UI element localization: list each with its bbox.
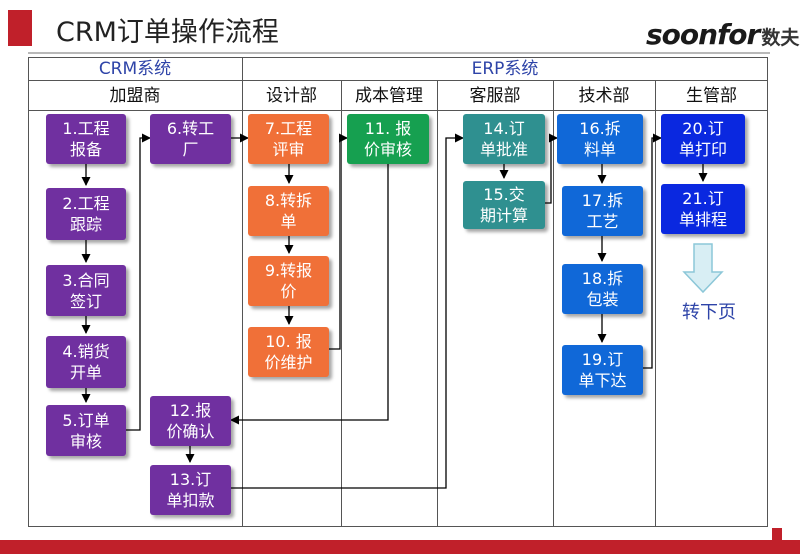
column-header-franchisee: 加盟商 — [109, 86, 161, 106]
node-label: 12.报 价确认 — [166, 401, 215, 441]
node-order-print[interactable]: 20.订 单打印 — [661, 114, 745, 164]
swimlane-frame — [28, 57, 768, 527]
arrow-5-to-6 — [126, 133, 151, 431]
node-label: 16.拆 料单 — [579, 119, 621, 159]
node-contract-signing[interactable]: 3.合同 签订 — [46, 265, 126, 316]
arrow-15-to-16 — [545, 133, 558, 204]
next-page-label[interactable]: 转下页 — [682, 302, 736, 323]
lane-divider-5 — [655, 80, 656, 527]
node-order-scheduling[interactable]: 21.订 单排程 — [661, 184, 745, 234]
node-label: 18.拆 包装 — [581, 269, 624, 309]
arrow-13-to-14 — [231, 133, 464, 489]
node-label: 1.工程 报备 — [62, 119, 110, 159]
node-label: 14.订 单批准 — [479, 119, 528, 159]
node-quote-approval[interactable]: 11. 报 价审核 — [347, 114, 429, 164]
node-transfer-split[interactable]: 8.转拆 单 — [248, 186, 329, 236]
node-label: 5.订单 审核 — [62, 410, 110, 451]
arrow-10-to-11 — [329, 133, 348, 350]
node-label: 15.交 期计算 — [479, 185, 528, 225]
system-label-erp: ERP系统 — [471, 59, 539, 79]
node-transfer-factory[interactable]: 6.转工 厂 — [150, 114, 231, 164]
brand-name-cn: 数夫 — [761, 27, 800, 49]
arrow-11-to-12 — [230, 164, 389, 425]
node-engineering-tracking[interactable]: 2.工程 跟踪 — [46, 188, 126, 240]
node-label: 8.转拆 单 — [264, 191, 313, 231]
title-accent-bar — [8, 10, 32, 46]
node-order-approval[interactable]: 14.订 单批准 — [463, 114, 545, 164]
node-label: 4.销货 开单 — [62, 342, 110, 382]
brand-name: soonfor — [646, 18, 760, 51]
system-header-divider — [28, 80, 768, 81]
node-label: 13.订 单扣款 — [166, 470, 215, 510]
column-header-divider — [28, 110, 768, 111]
node-order-release[interactable]: 19.订 单下达 — [562, 345, 643, 395]
node-split-packaging[interactable]: 18.拆 包装 — [562, 264, 643, 314]
node-label: 21.订 单排程 — [678, 189, 727, 229]
node-label: 20.订 单打印 — [678, 119, 727, 159]
node-label: 19.订 单下达 — [578, 350, 627, 390]
node-quote-confirm[interactable]: 12.报 价确认 — [150, 396, 231, 446]
column-header-cost: 成本管理 — [355, 86, 423, 106]
column-header-production: 生管部 — [686, 86, 737, 106]
node-label: 10. 报 价维护 — [264, 332, 313, 372]
node-order-deduction[interactable]: 13.订 单扣款 — [150, 465, 231, 515]
lane-divider-4 — [553, 80, 554, 527]
node-transfer-quote[interactable]: 9.转报 价 — [248, 256, 329, 306]
page-title: CRM订单操作流程 — [56, 17, 279, 48]
node-quote-maintenance[interactable]: 10. 报 价维护 — [248, 327, 329, 377]
node-split-process[interactable]: 17.拆 工艺 — [562, 186, 643, 236]
arrow-19-to-20 — [643, 133, 662, 369]
footer-accent-square — [772, 528, 782, 540]
lane-divider-crm-erp — [242, 57, 243, 527]
node-label: 6.转工 厂 — [166, 119, 215, 159]
node-delivery-calc[interactable]: 15.交 期计算 — [463, 181, 545, 229]
node-label: 17.拆 工艺 — [581, 191, 624, 231]
system-label-crm: CRM系统 — [98, 59, 172, 79]
node-label: 11. 报 价审核 — [363, 119, 412, 159]
node-sales-order[interactable]: 4.销货 开单 — [46, 336, 126, 388]
node-engineering-review[interactable]: 7.工程 评审 — [248, 114, 329, 164]
lane-divider-3 — [437, 80, 438, 527]
column-header-service: 客服部 — [469, 86, 521, 106]
node-split-materials[interactable]: 16.拆 料单 — [557, 114, 643, 164]
lane-divider-2 — [341, 80, 342, 527]
node-label: 9.转报 价 — [264, 261, 313, 301]
node-label: 2.工程 跟踪 — [62, 194, 110, 234]
next-page-arrow — [682, 243, 724, 294]
node-label: 7.工程 评审 — [264, 119, 313, 159]
footer-bar — [0, 540, 800, 554]
column-header-design: 设计部 — [266, 86, 317, 106]
node-label: 3.合同 签订 — [62, 270, 110, 311]
column-header-tech: 技术部 — [578, 86, 630, 106]
title-divider — [28, 52, 770, 54]
node-engineering-report[interactable]: 1.工程 报备 — [46, 114, 126, 164]
node-order-review[interactable]: 5.订单 审核 — [46, 405, 126, 456]
